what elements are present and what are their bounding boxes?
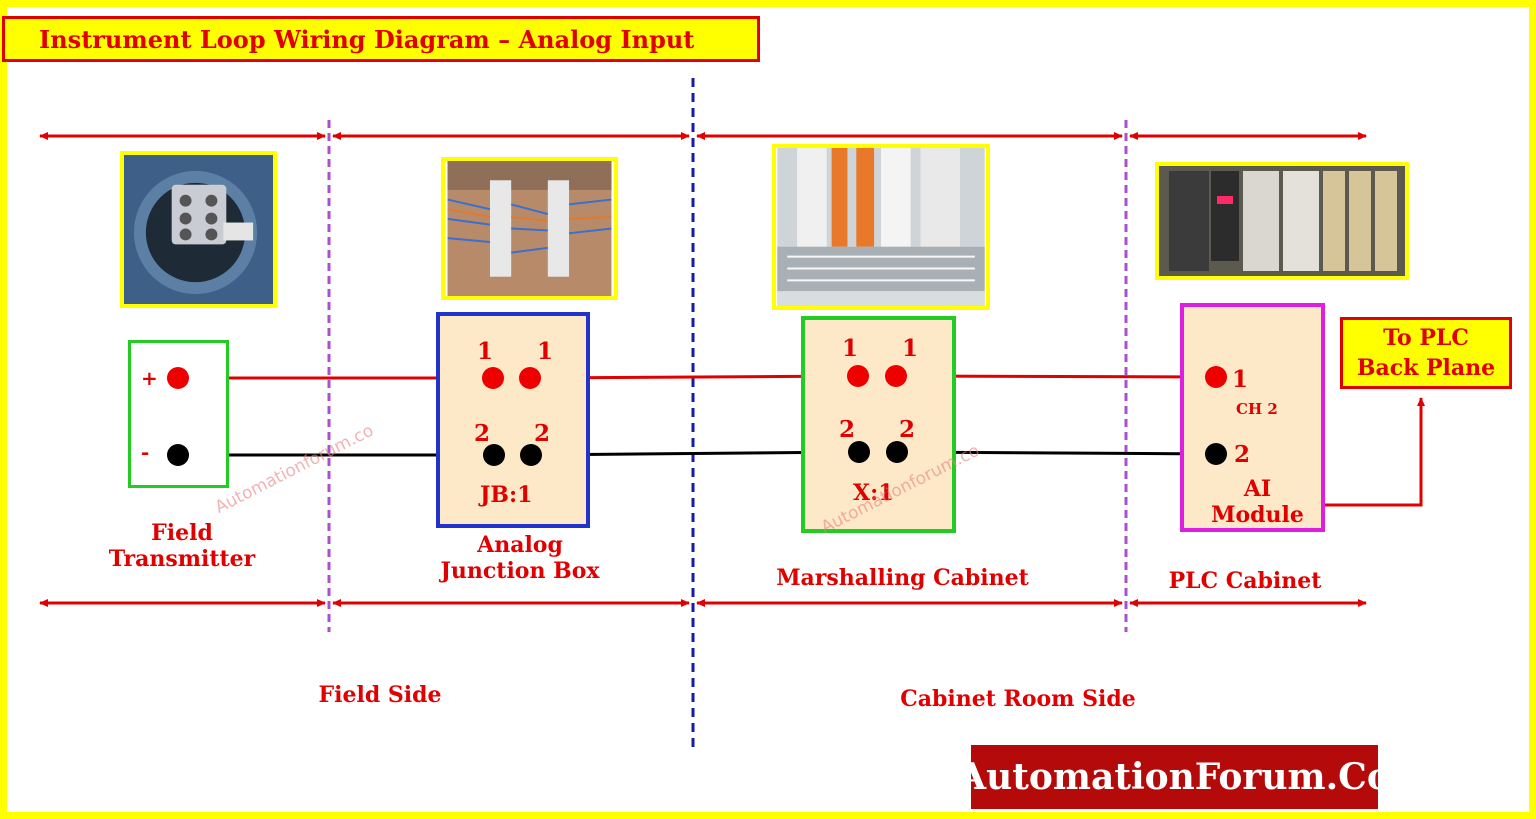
marshalling-cabinet-label: Marshalling Cabinet — [776, 565, 1029, 591]
jb-terminal-2a — [483, 444, 505, 466]
mc-terminal-1b — [885, 365, 907, 387]
wire-to-backplane — [1324, 397, 1425, 507]
ai-module-label-line1: AI — [1243, 476, 1272, 502]
automationforum-logo: AutomationForum.Co — [958, 745, 1391, 809]
mc-terminal-2a — [848, 441, 870, 463]
marshalling-terminal-box — [801, 316, 956, 533]
cabinet-room-side-label: Cabinet Room Side — [900, 686, 1136, 712]
plc-channel-label: CH 2 — [1236, 400, 1278, 418]
diagram-title: Instrument Loop Wiring Diagram – Analog … — [2, 16, 760, 62]
plc-terminal-1 — [1205, 366, 1227, 388]
transmitter-plus-terminal — [167, 367, 189, 389]
jb-terminal-1a — [482, 367, 504, 389]
jb-terminal-1a-label: 1 — [477, 338, 494, 365]
transmitter-plus-label: + — [141, 366, 158, 390]
mc-terminal-1b-label: 1 — [902, 335, 919, 362]
junction-box-label: Analog Junction Box — [420, 532, 620, 585]
mc-terminal-2a-label: 2 — [839, 416, 856, 443]
ai-module-box — [1180, 303, 1325, 532]
mc-terminal-1a-label: 1 — [842, 335, 859, 362]
field-transmitter-label-line2: Transmitter — [108, 546, 256, 573]
plc-terminal-1-label: 1 — [1232, 366, 1249, 393]
transmitter-photo — [120, 151, 277, 308]
plc-backplane-box: To PLC Back Plane — [1340, 317, 1512, 389]
field-transmitter-label: Field Transmitter — [100, 520, 264, 573]
plc-backplane-line2: Back Plane — [1356, 354, 1496, 381]
jb-terminal-2a-label: 2 — [474, 420, 491, 447]
jb-terminal-1b — [519, 367, 541, 389]
jb-terminal-2b-label: 2 — [534, 420, 551, 447]
mc-terminal-2b — [886, 441, 908, 463]
mc-tag: X:1 — [853, 480, 894, 506]
plc-cabinet-label: PLC Cabinet — [1168, 568, 1322, 594]
plc-photo — [1155, 162, 1409, 280]
mc-terminal-1a — [847, 365, 869, 387]
field-transmitter-label-line1: Field — [151, 520, 213, 546]
ai-module-label: AI Module — [1190, 476, 1325, 529]
jb-terminal-1b-label: 1 — [537, 338, 554, 365]
ai-module-label-line2: Module — [1211, 502, 1304, 529]
transmitter-minus-terminal — [167, 444, 189, 466]
junction-box — [436, 312, 590, 528]
junction-box-label-line1: Analog — [477, 532, 563, 558]
mc-terminal-2b-label: 2 — [899, 416, 916, 443]
plc-backplane-line1: To PLC — [1383, 325, 1469, 351]
junction-box-label-line2: Junction Box — [440, 558, 600, 585]
junction-box-photo — [441, 157, 618, 300]
jb-terminal-2b — [520, 444, 542, 466]
plc-terminal-2-label: 2 — [1234, 441, 1251, 468]
field-side-label: Field Side — [318, 682, 442, 708]
jb-tag: JB:1 — [480, 482, 533, 508]
transmitter-minus-label: - — [141, 440, 150, 464]
marshalling-cabinet-photo — [772, 144, 990, 310]
plc-terminal-2 — [1205, 443, 1227, 465]
